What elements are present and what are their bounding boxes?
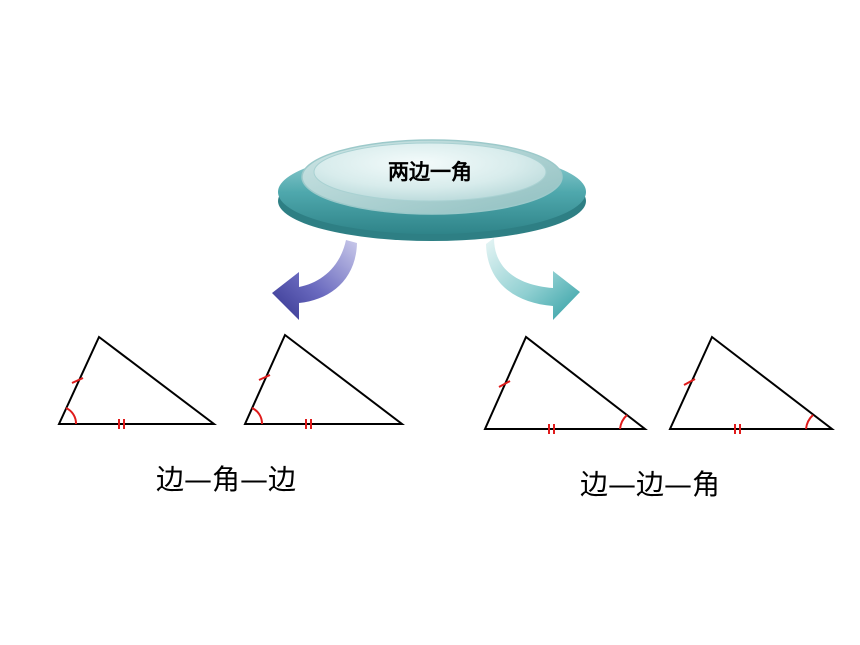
triangle-1 bbox=[57, 335, 217, 429]
triangle-3 bbox=[483, 335, 648, 434]
left-caption: 边—角—边 bbox=[156, 463, 296, 496]
right-caption: 边—边—角 bbox=[580, 468, 720, 501]
single-tick-mark bbox=[498, 380, 511, 388]
single-tick-mark bbox=[258, 374, 271, 381]
triangle-4 bbox=[668, 335, 835, 434]
angle-arc bbox=[805, 414, 814, 430]
arrow-left bbox=[272, 240, 357, 320]
angle-arc bbox=[251, 407, 264, 425]
title-text: 两边一角 bbox=[388, 160, 472, 184]
title-disc: 两边一角 bbox=[278, 139, 586, 241]
single-tick-mark bbox=[71, 377, 84, 384]
arrow-right bbox=[486, 238, 580, 320]
disc-face bbox=[313, 142, 547, 202]
triangle-2 bbox=[243, 333, 405, 429]
single-tick-mark bbox=[683, 378, 696, 386]
angle-arc bbox=[65, 407, 78, 425]
angle-arc bbox=[619, 414, 628, 430]
